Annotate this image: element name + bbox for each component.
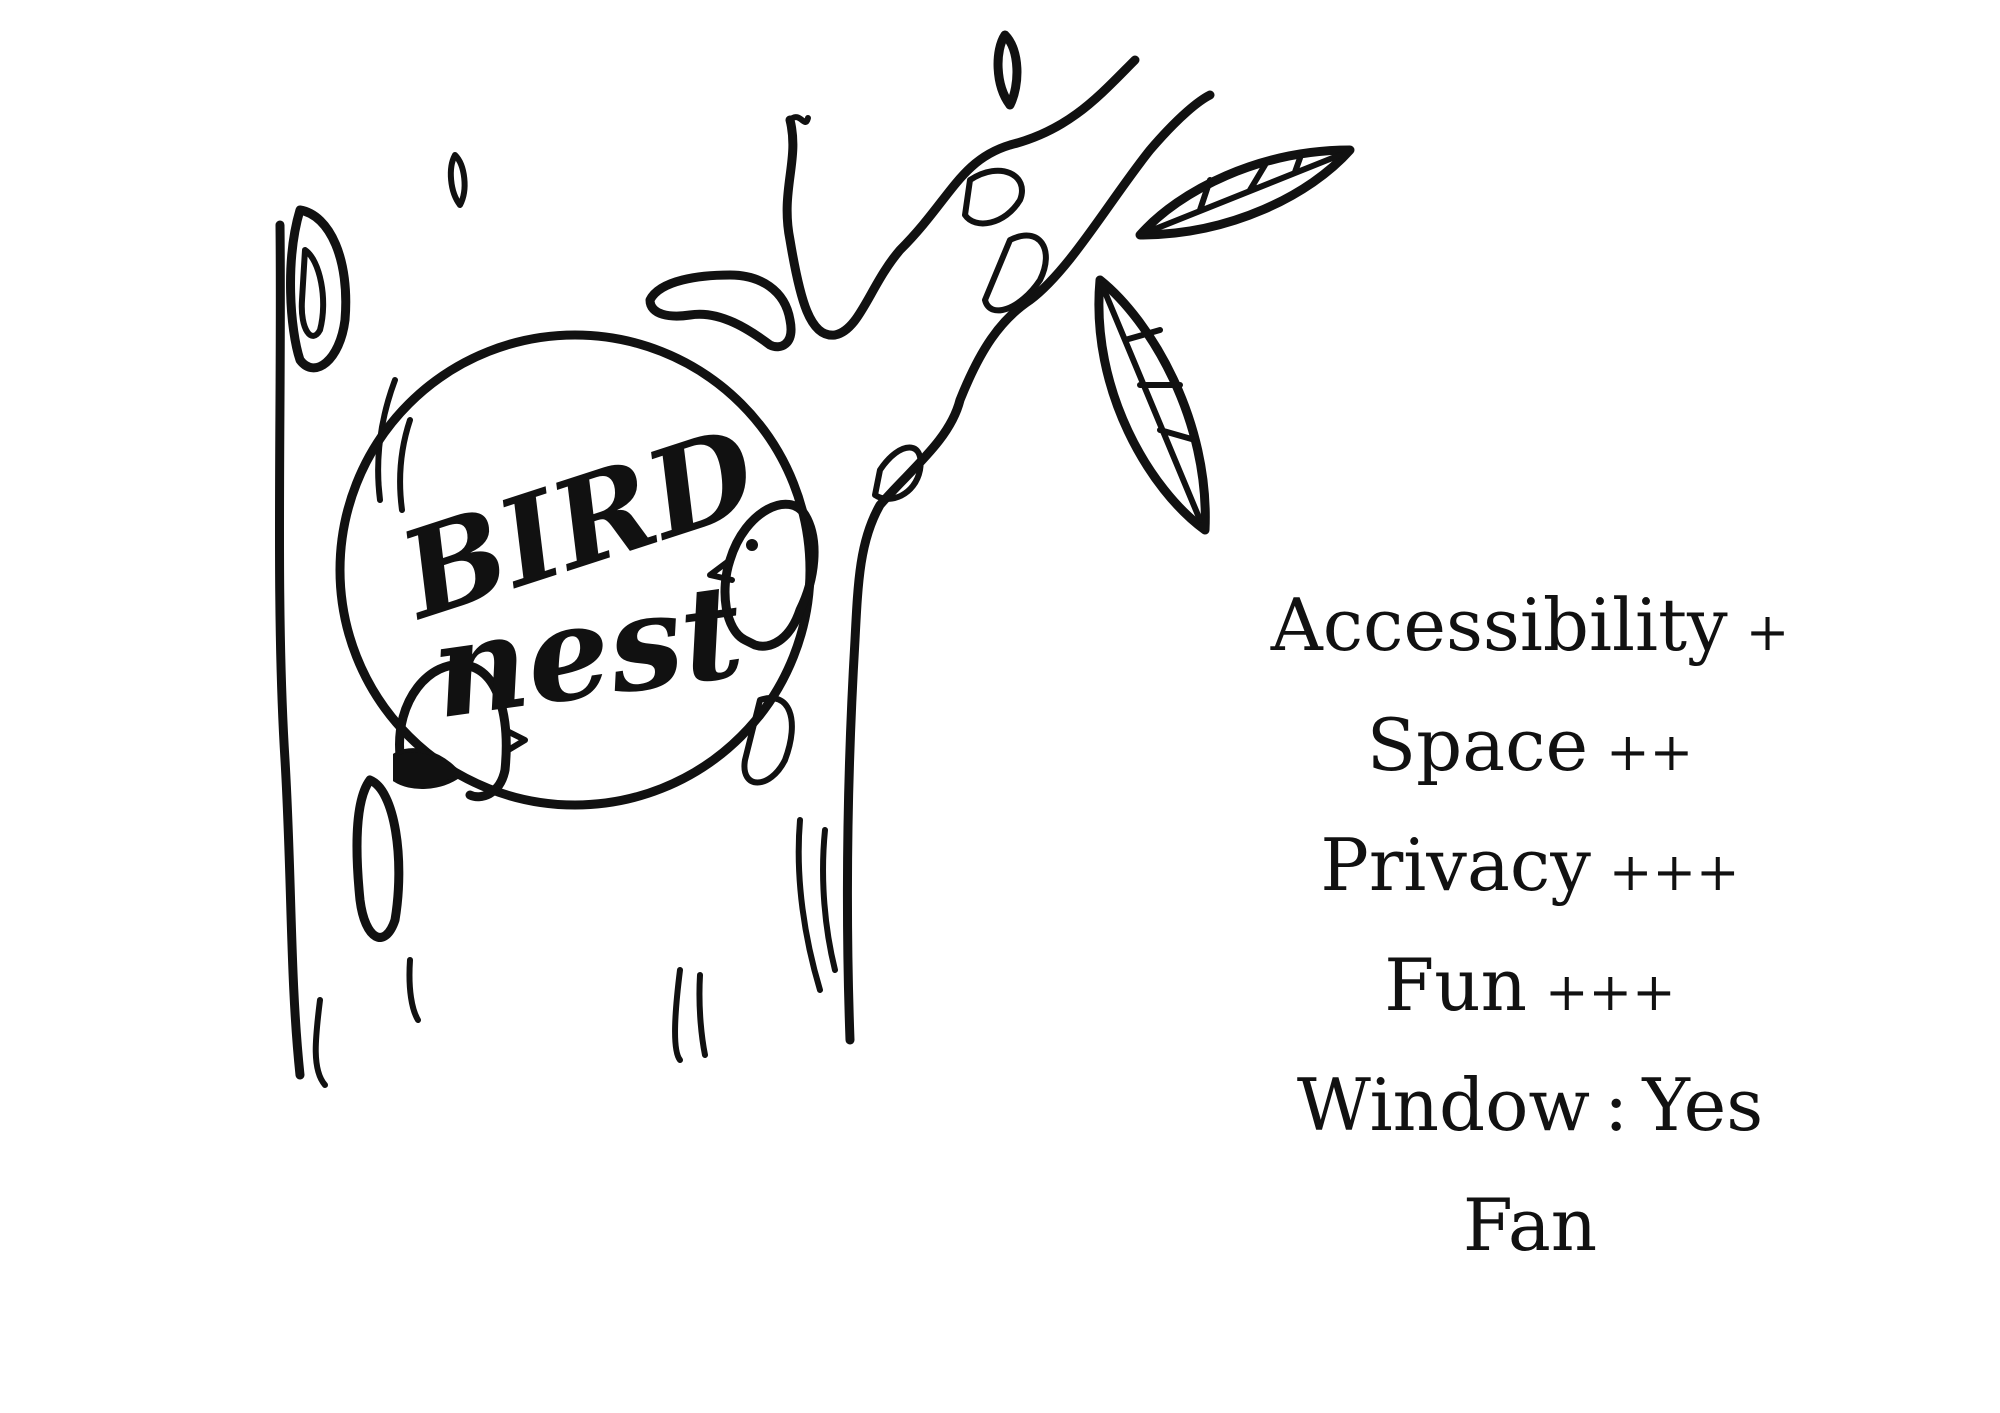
feature-fun: Fun +++ bbox=[1210, 925, 1850, 1045]
feature-rating: ++ bbox=[1606, 723, 1694, 783]
feature-list: Accessibility + Space ++ Privacy +++ Fun +++… bbox=[1210, 565, 1850, 1285]
feature-accessibility: Accessibility + bbox=[1210, 565, 1850, 685]
bark-lines-bottom-center bbox=[672, 967, 708, 1063]
branch-stub bbox=[787, 114, 811, 125]
bark-knot-right bbox=[741, 695, 795, 786]
tree-trunk-left-edge bbox=[274, 220, 305, 1080]
bark-knot-inner bbox=[298, 247, 327, 339]
bird-right bbox=[720, 499, 819, 651]
bark-knot-branch-1 bbox=[962, 167, 1025, 227]
leaf-falling-small bbox=[993, 30, 1022, 110]
bird-right-beak bbox=[707, 557, 735, 583]
feature-name: Window bbox=[1296, 1063, 1591, 1147]
bird-left-beak bbox=[502, 727, 528, 755]
leaf-lower-vein bbox=[1099, 282, 1203, 523]
bird-right-eye bbox=[746, 539, 758, 551]
bird-left bbox=[395, 660, 511, 802]
feature-name: Space bbox=[1366, 703, 1589, 787]
tree-trunk-right-edge bbox=[843, 90, 1215, 1045]
leaf-upper bbox=[1135, 145, 1355, 240]
bark-lines-bottom-left bbox=[312, 957, 421, 1088]
feature-fan: Fan bbox=[1210, 1165, 1850, 1285]
feature-name: Accessibility bbox=[1270, 583, 1728, 667]
feature-window: Window:Yes bbox=[1210, 1045, 1850, 1165]
feature-name: Fun bbox=[1384, 943, 1527, 1027]
bark-knot-top-left bbox=[286, 205, 351, 373]
tree-branch-upper-edge bbox=[782, 55, 1140, 340]
bark-knot-branch-3 bbox=[872, 444, 924, 502]
feature-name: Privacy bbox=[1320, 823, 1591, 907]
bark-lines-left bbox=[375, 377, 413, 513]
feature-name: Fan bbox=[1462, 1183, 1598, 1267]
bark-knot-lower-left bbox=[352, 775, 404, 942]
feature-rating: +++ bbox=[1608, 843, 1740, 903]
feature-privacy: Privacy +++ bbox=[1210, 805, 1850, 925]
bark-lines-bottom-right bbox=[795, 817, 838, 993]
leaf-upper-vein bbox=[1137, 152, 1343, 238]
feature-rating: +++ bbox=[1544, 963, 1676, 1023]
leaf-falling-tiny bbox=[447, 152, 468, 208]
moss-top bbox=[645, 270, 796, 352]
feature-value: Yes bbox=[1642, 1063, 1764, 1147]
feature-rating: + bbox=[1745, 603, 1790, 663]
feature-separator: : bbox=[1604, 1063, 1629, 1147]
bird-left-shadow bbox=[393, 748, 463, 789]
feature-space: Space ++ bbox=[1210, 685, 1850, 805]
bark-knot-branch-2 bbox=[982, 232, 1049, 314]
